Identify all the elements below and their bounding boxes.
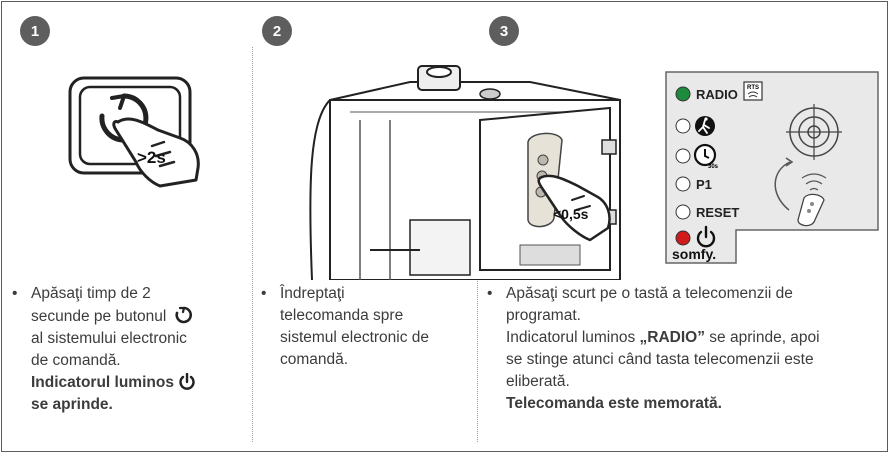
- power-led: [675, 230, 691, 246]
- radio-led: [675, 86, 691, 102]
- short-press-badge: <0,5s: [553, 206, 589, 222]
- step-number-3: 3: [489, 16, 519, 46]
- step-number-1: 1: [20, 16, 50, 46]
- control-unit-illustration: [309, 65, 621, 280]
- column-divider-2: [477, 262, 478, 442]
- p1-label: P1: [696, 177, 712, 192]
- target-icon: [786, 104, 842, 160]
- reset-label: RESET: [696, 205, 739, 220]
- press-duration-badge: >2s: [137, 148, 166, 167]
- curved-arrow-icon: [774, 161, 791, 211]
- remote-icon: [797, 193, 825, 227]
- rts-label: RTS: [747, 85, 759, 91]
- step-2-text: • Îndreptaţi telecomanda spre sistemul e…: [261, 285, 430, 368]
- brand-logo: somfy.: [672, 246, 716, 262]
- column-divider-1: [252, 47, 253, 442]
- control-panel: RADIO RTS 30s P1 RESET somfy.: [665, 71, 879, 264]
- step-3-text: • Apăsaţi scurt pe o tastă a telecomenzi…: [487, 285, 820, 412]
- power-icon: [696, 230, 716, 248]
- step-number-2: 2: [262, 16, 292, 46]
- power-symbol-icon: [179, 373, 195, 390]
- radio-label: RADIO: [696, 87, 738, 102]
- button-press-icon: [175, 306, 192, 324]
- step-1-text: • Apăsaţi timp de 2 secunde pe butonul a…: [12, 283, 247, 416]
- timer-label: 30s: [708, 164, 719, 170]
- press-button-illustration: [68, 76, 200, 188]
